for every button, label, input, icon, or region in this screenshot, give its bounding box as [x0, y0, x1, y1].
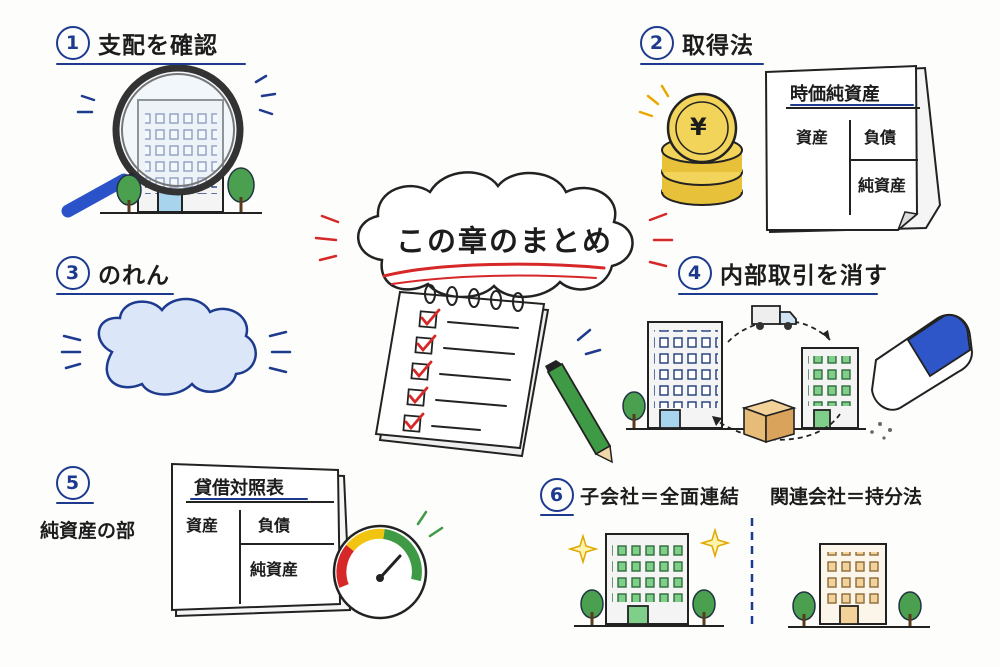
- internal-transaction-illustration: [622, 305, 974, 444]
- yen-coins-icon: [638, 84, 743, 206]
- section-1-underline: [56, 63, 246, 65]
- section-5-heading: 5: [56, 466, 90, 500]
- section-2-title: 取得法: [682, 33, 754, 59]
- section-6-heading: 6 子会社＝全面連結: [540, 478, 740, 512]
- section-3-underline: [56, 293, 174, 295]
- fair-value-sheet-title: 時価純資産: [790, 84, 880, 105]
- section-6-title-left: 子会社＝全面連結: [580, 485, 741, 508]
- subsidiary-building-icon: [567, 527, 731, 627]
- center-title: この章のまとめ: [396, 224, 614, 258]
- eraser-icon: [870, 313, 974, 440]
- balance-sheet: [171, 462, 352, 618]
- section-5-underline: [56, 502, 94, 504]
- section-5-number: 5: [56, 466, 90, 500]
- fair-value-liabilities: 負債: [864, 128, 897, 147]
- section-5-title: 純資産の部: [40, 520, 136, 542]
- fair-value-assets: 資産: [796, 128, 829, 147]
- center-cloud: [314, 171, 674, 299]
- checklist-notepad-icon: [374, 284, 550, 458]
- section-2-underline: [640, 63, 764, 65]
- section-6-title-right: 関連会社＝持分法: [770, 486, 923, 508]
- section-4-underline: [678, 293, 878, 295]
- section-4-heading: 4 内部取引を消す: [678, 256, 888, 290]
- section-6-underline: [540, 514, 574, 516]
- section-1-number: 1: [56, 26, 90, 60]
- delivery-truck-icon: [751, 305, 797, 330]
- building-magnifier-icon: [61, 64, 277, 218]
- cardboard-box-icon: [741, 399, 797, 444]
- section-3-title: のれん: [98, 263, 170, 289]
- section-2-heading: 2 取得法: [640, 26, 754, 60]
- balance-sheet-title-underline: [190, 498, 308, 500]
- yen-symbol: ¥: [690, 113, 707, 141]
- fair-value-sheet: [764, 64, 942, 234]
- balance-sheet-liabilities: 負債: [258, 516, 291, 535]
- balance-sheet-title: 貸借対照表: [194, 478, 284, 499]
- balance-sheet-net-assets: 純資産: [250, 560, 299, 579]
- section-1-heading: 1 支配を確認: [56, 26, 218, 60]
- gauge-meter-icon: [332, 510, 444, 620]
- section-4-number: 4: [678, 256, 712, 290]
- affiliate-building-icon: [788, 543, 930, 628]
- section-4-title: 内部取引を消す: [720, 263, 888, 289]
- fair-value-net-assets: 純資産: [858, 176, 907, 195]
- section-1-title: 支配を確認: [98, 33, 218, 59]
- green-pencil-icon: [545, 328, 613, 464]
- section-3-heading: 3 のれん: [56, 256, 170, 290]
- section-2-number: 2: [640, 26, 674, 60]
- fair-value-title-underline: [790, 104, 914, 106]
- section-3-number: 3: [56, 256, 90, 290]
- balance-sheet-assets: 資産: [186, 516, 219, 535]
- goodwill-cloud-icon: [60, 297, 292, 396]
- section-6-number: 6: [540, 478, 574, 512]
